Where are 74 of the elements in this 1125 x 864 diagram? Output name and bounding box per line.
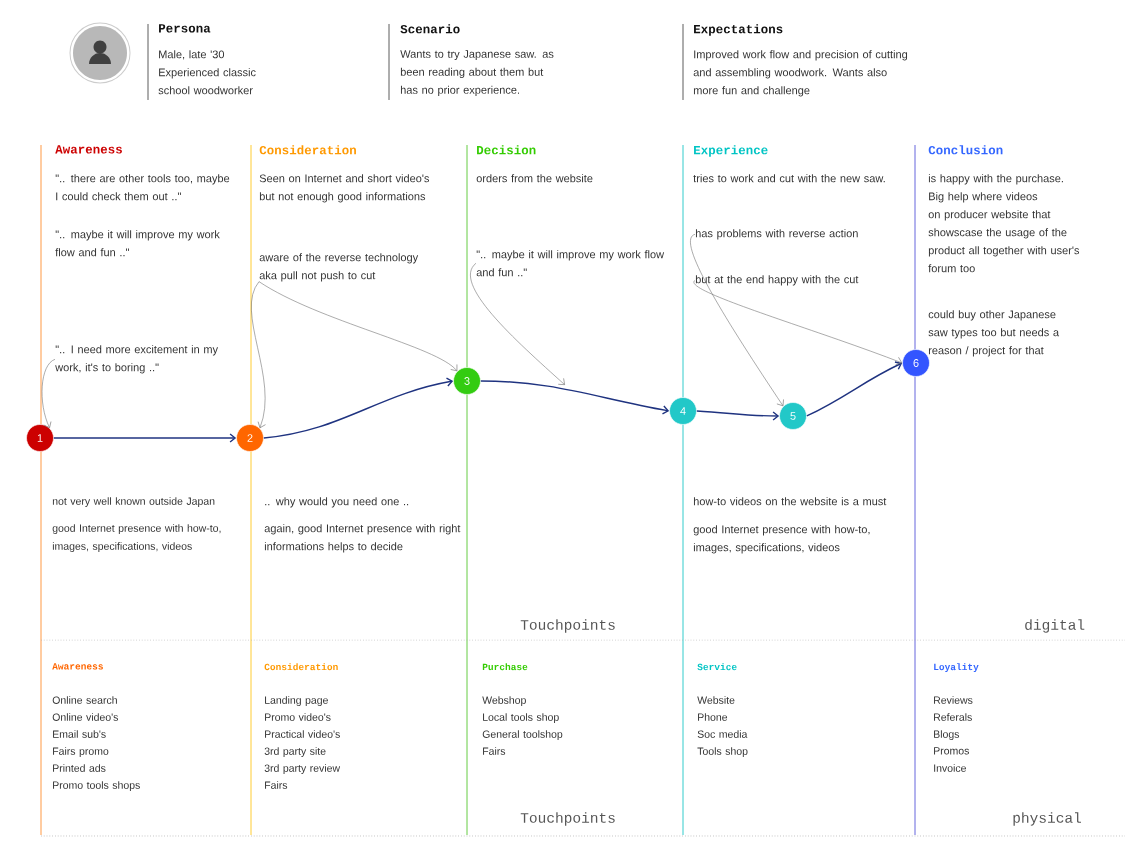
list-item: Fairs bbox=[265, 781, 288, 789]
section-heading: Awareness bbox=[55, 145, 122, 154]
body-text: .. why would you need one .. bbox=[265, 497, 409, 508]
section-label: digital bbox=[1025, 619, 1085, 633]
list-item: Promos bbox=[934, 747, 969, 755]
list-item: Promo tools shops bbox=[53, 781, 140, 791]
list-item: Soc media bbox=[697, 730, 748, 738]
section-heading: Consideration bbox=[259, 145, 356, 155]
section-heading: Experience bbox=[694, 145, 768, 157]
list-item: Fairs bbox=[483, 747, 506, 755]
list-heading: Consideration bbox=[264, 663, 338, 671]
leader-line bbox=[690, 234, 784, 407]
body-text: good Internet presence with how-to, images, specifications, videos bbox=[52, 524, 221, 552]
list-item: Tools shop bbox=[697, 747, 748, 757]
journey-arrow bbox=[696, 410, 780, 421]
section-heading: Persona bbox=[159, 24, 211, 33]
body-text: could buy other Japanese saw types too but needs a reason / project for that bbox=[928, 310, 1060, 357]
list-item: Reviews bbox=[934, 696, 973, 704]
leader-line bbox=[693, 280, 903, 366]
list-item: Website bbox=[697, 696, 735, 704]
quote-text: but at the end happy with the cut bbox=[695, 275, 859, 286]
list-item: Online video's bbox=[52, 713, 118, 721]
list-item: Promo video's bbox=[265, 713, 331, 721]
body-text: ".. there are other tools too, maybe I could check them out .." bbox=[55, 174, 230, 201]
section-heading: Decision bbox=[477, 145, 536, 155]
body-text: Male, late '30 Experienced classic school woodworker bbox=[158, 50, 256, 95]
quote-text: aware of the reverse technology aka pull not push to cut bbox=[259, 253, 419, 282]
journey-arrow bbox=[480, 380, 670, 415]
body-text: orders from the website bbox=[476, 174, 593, 183]
section-label: Touchpoints bbox=[520, 812, 615, 826]
body-text: Wants to try Japanese saw. as been reading about them but has no prior experience. bbox=[400, 50, 554, 97]
list-heading: Loyality bbox=[934, 663, 979, 673]
list-item: Fairs promo bbox=[53, 747, 109, 757]
quote-text: ".. I need more excitement in my work, it's to boring .." bbox=[55, 345, 218, 374]
section-heading: Conclusion bbox=[928, 145, 1003, 155]
list-item: Landing page bbox=[265, 696, 328, 706]
list-item: Email sub's bbox=[53, 730, 106, 738]
list-item: Local tools shop bbox=[483, 713, 559, 723]
body-text: Seen on Internet and short video's but not enough good informations bbox=[259, 174, 430, 203]
list-item: 3rd party review bbox=[264, 764, 341, 774]
leader-line bbox=[251, 281, 266, 429]
body-text: good Internet presence with how-to, images, specifications, videos bbox=[693, 525, 870, 554]
body-text: again, good Internet presence with right informations helps to decide bbox=[264, 524, 461, 553]
list-item: 3rd party site bbox=[264, 747, 326, 757]
quote-text: has problems with reverse action bbox=[695, 229, 858, 240]
journey-arrow bbox=[53, 433, 237, 443]
list-item: Phone bbox=[698, 713, 728, 721]
list-item: Online search bbox=[52, 696, 117, 704]
list-item: Blogs bbox=[934, 730, 960, 740]
journey-arrow bbox=[806, 361, 903, 417]
leader-line bbox=[258, 281, 458, 372]
quote-text: ".. maybe it will improve my work flow and fun .." bbox=[476, 250, 665, 277]
list-item: Printed ads bbox=[53, 764, 106, 772]
body-text: Improved work flow and precision of cutting and assembling woodwork. Wants also more fun and challenge bbox=[693, 50, 908, 97]
section-heading: Scenario bbox=[400, 24, 460, 34]
body-text: not very well known outside Japan bbox=[52, 497, 215, 507]
body-text: ".. maybe it will improve my work flow and fun .." bbox=[55, 230, 220, 257]
body-text: is happy with the purchase. Big help where videos on producer website that showscase the usage of the product all together with user's forum too bbox=[928, 174, 1080, 273]
section-label: Touchpoints bbox=[520, 619, 615, 633]
list-item: Webshop bbox=[482, 696, 526, 706]
leader-line bbox=[41, 359, 56, 429]
body-text: tries to work and cut with the new saw. bbox=[693, 174, 885, 183]
section-heading: Expectations bbox=[694, 24, 783, 36]
section-label: physical bbox=[1013, 812, 1081, 826]
journey-arrow bbox=[263, 377, 454, 439]
leader-line bbox=[470, 262, 565, 385]
list-item: General toolshop bbox=[482, 730, 563, 740]
list-item: Referals bbox=[934, 713, 972, 721]
list-item: Invoice bbox=[934, 764, 966, 772]
list-heading: Purchase bbox=[482, 663, 528, 671]
list-item: Practical video's bbox=[265, 730, 340, 738]
list-heading: Service bbox=[697, 663, 737, 671]
body-text: how-to videos on the website is a must bbox=[693, 497, 887, 506]
list-heading: Awareness bbox=[52, 663, 103, 670]
